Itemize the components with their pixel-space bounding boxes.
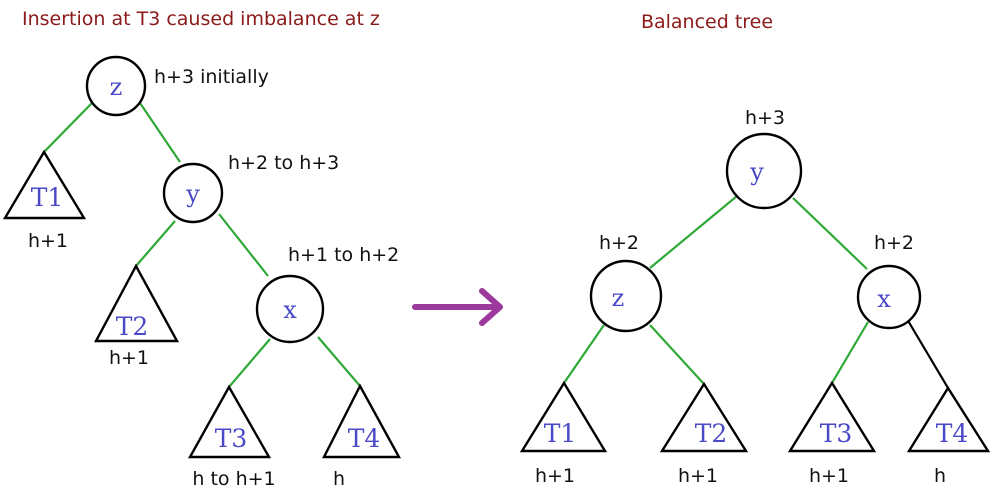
left-subtree-t1-triangle [2,149,87,220]
right-subtree-t1-height: h+1 [535,465,575,487]
right-subtree-t2: T2 [659,381,749,453]
left-title: Insertion at T3 caused imbalance at z [22,8,380,30]
left-node-y: y [162,162,224,224]
left-subtree-t2-triangle [94,263,180,343]
transform-arrow-icon [412,288,503,326]
transform-arrow-head [479,288,503,326]
right-subtree-t2-label: T2 [695,419,728,448]
left-subtree-t4-triangle [322,383,402,459]
right-node-z-label: z [612,284,625,312]
right-node-z-height: h+2 [599,232,639,254]
left-subtree-t1: T1 [2,149,87,220]
right-subtree-t1: T1 [519,380,608,453]
right-subtree-t1-triangle [519,380,608,453]
right-subtree-t3-triangle [787,380,877,453]
right-node-z-circle [589,259,663,333]
right-subtree-t2-height: h+1 [678,465,718,487]
left-node-y-circle [162,162,224,224]
edge-z-t2-balanced [649,324,705,385]
edge-z-t1 [43,102,93,153]
left-subtree-t3-triangle [187,384,272,459]
edge-z-t1-balanced [563,324,605,384]
right-subtree-t4-label: T4 [936,419,969,448]
right-subtree-t4-triangle [906,385,991,453]
edge-x-t3-balanced [831,321,869,384]
left-subtree-t3: T3 [187,384,272,459]
left-node-y-height: h+2 to h+3 [228,152,339,174]
edge-x-t3 [228,338,271,388]
left-subtree-t4-height: h [333,468,345,490]
right-subtree-t4: T4 [906,385,991,453]
right-node-y-height: h+3 [745,107,785,129]
edge-y-z [649,195,738,269]
edge-z-y [139,102,181,163]
left-subtree-t1-height: h+1 [28,230,68,252]
edge-x-t4-balanced [906,318,949,389]
right-node-z: z [589,259,663,333]
edge-y-x-balanced [792,197,868,270]
right-node-x-height: h+2 [874,232,914,254]
left-subtree-t1-label: T1 [31,183,64,212]
left-node-x: x [255,274,325,344]
right-node-y-circle [725,132,803,210]
right-node-x-label: x [877,285,891,313]
left-subtree-t3-label: T3 [215,424,248,453]
right-title: Balanced tree [641,11,773,33]
left-subtree-t2-label: T2 [116,312,149,341]
left-subtree-t3-height: h to h+1 [192,468,275,490]
edge-y-t2 [135,220,176,267]
left-node-x-label: x [283,296,297,324]
left-node-x-circle [255,274,325,344]
left-node-x-height: h+1 to h+2 [288,244,399,266]
left-subtree-t2: T2 [94,263,180,343]
left-node-z-circle [85,55,147,117]
right-node-y: y [725,132,803,210]
left-subtree-t4: T4 [322,383,402,459]
edge-x-t4 [317,336,361,387]
right-node-x-circle [856,264,922,330]
left-node-z-height: h+3 initially [154,66,269,88]
right-subtree-t2-triangle [659,381,749,453]
left-node-z-label: z [110,73,123,101]
right-subtree-t3-label: T3 [820,419,853,448]
right-subtree-t4-height: h [934,465,946,487]
right-node-x: x [856,264,922,330]
right-subtree-t3: T3 [787,380,877,453]
left-subtree-t2-height: h+1 [109,347,149,369]
left-subtree-t4-label: T4 [348,424,381,453]
left-node-y-label: y [185,180,200,208]
right-subtree-t3-height: h+1 [809,465,849,487]
right-subtree-t1-label: T1 [544,419,577,448]
left-node-z: z [85,55,147,117]
right-node-y-label: y [749,158,764,186]
edge-y-x [218,213,269,277]
